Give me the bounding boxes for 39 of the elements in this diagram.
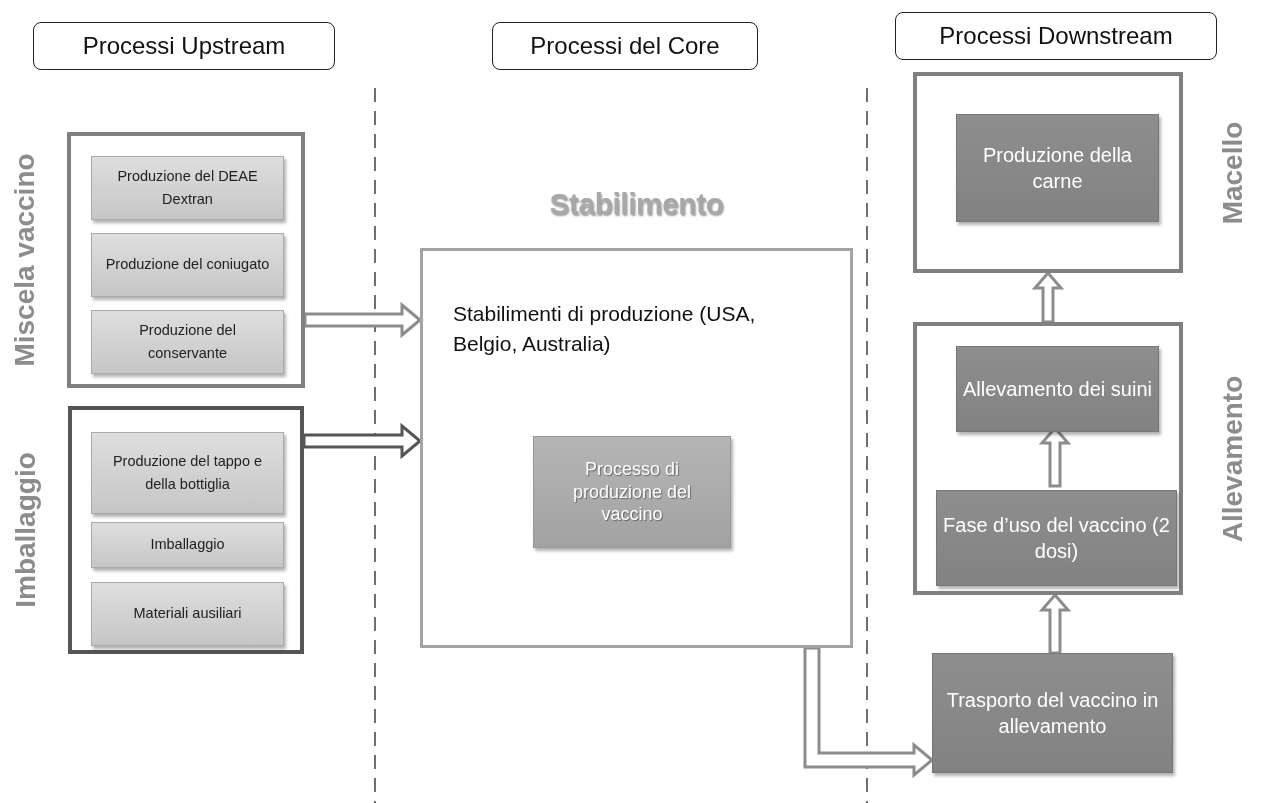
block-arrow	[1031, 270, 1065, 324]
process-label: Produzione della carne	[982, 143, 1133, 194]
plant-title: Stabilimento	[549, 187, 724, 221]
process-label: Materiali ausiliari	[132, 604, 243, 624]
process-box	[936, 490, 1177, 586]
group-label: Allevamento	[1217, 375, 1249, 542]
process-box	[91, 310, 284, 374]
header-title: Processi Upstream	[81, 32, 287, 60]
process-label: Processo di produzione del vaccino	[571, 458, 693, 526]
process-label: Trasporto del vaccino in allevamento	[945, 688, 1160, 739]
block-arrow	[302, 422, 423, 460]
process-box	[91, 432, 284, 514]
header-box	[33, 22, 335, 70]
process-box	[91, 582, 284, 646]
block-arrow	[303, 301, 423, 339]
process-label: Produzione del conservante	[138, 320, 237, 363]
block-arrow	[1038, 592, 1072, 655]
group-label: Miscela vaccino	[9, 153, 41, 367]
process-box	[533, 436, 731, 548]
header-box	[492, 22, 758, 70]
block-arrow	[803, 646, 935, 779]
process-box	[956, 114, 1159, 222]
process-label: Imballaggio	[149, 535, 226, 555]
process-box	[91, 522, 284, 568]
process-box	[91, 156, 284, 220]
process-box	[932, 653, 1173, 773]
process-label: Allevamento dei suini	[962, 377, 1153, 402]
plant-description: Stabilimenti di produzione (USA, Belgio, Australia)	[453, 301, 757, 358]
process-box	[91, 233, 284, 297]
header-title: Processi Downstream	[938, 22, 1174, 50]
header-title: Processi del Core	[529, 32, 721, 60]
header-box	[895, 12, 1217, 60]
process-label: Produzione del DEAE Dextran	[116, 166, 259, 209]
group-label: Macello	[1217, 121, 1249, 224]
process-label: Produzione del tappo e della bottiglia	[111, 451, 264, 494]
process-label: Produzione del coniugato	[104, 255, 271, 275]
process-label: Fase d’uso del vaccino (2 dosi)	[942, 513, 1171, 564]
process-box	[956, 346, 1159, 432]
group-label: Imballaggio	[10, 452, 42, 608]
